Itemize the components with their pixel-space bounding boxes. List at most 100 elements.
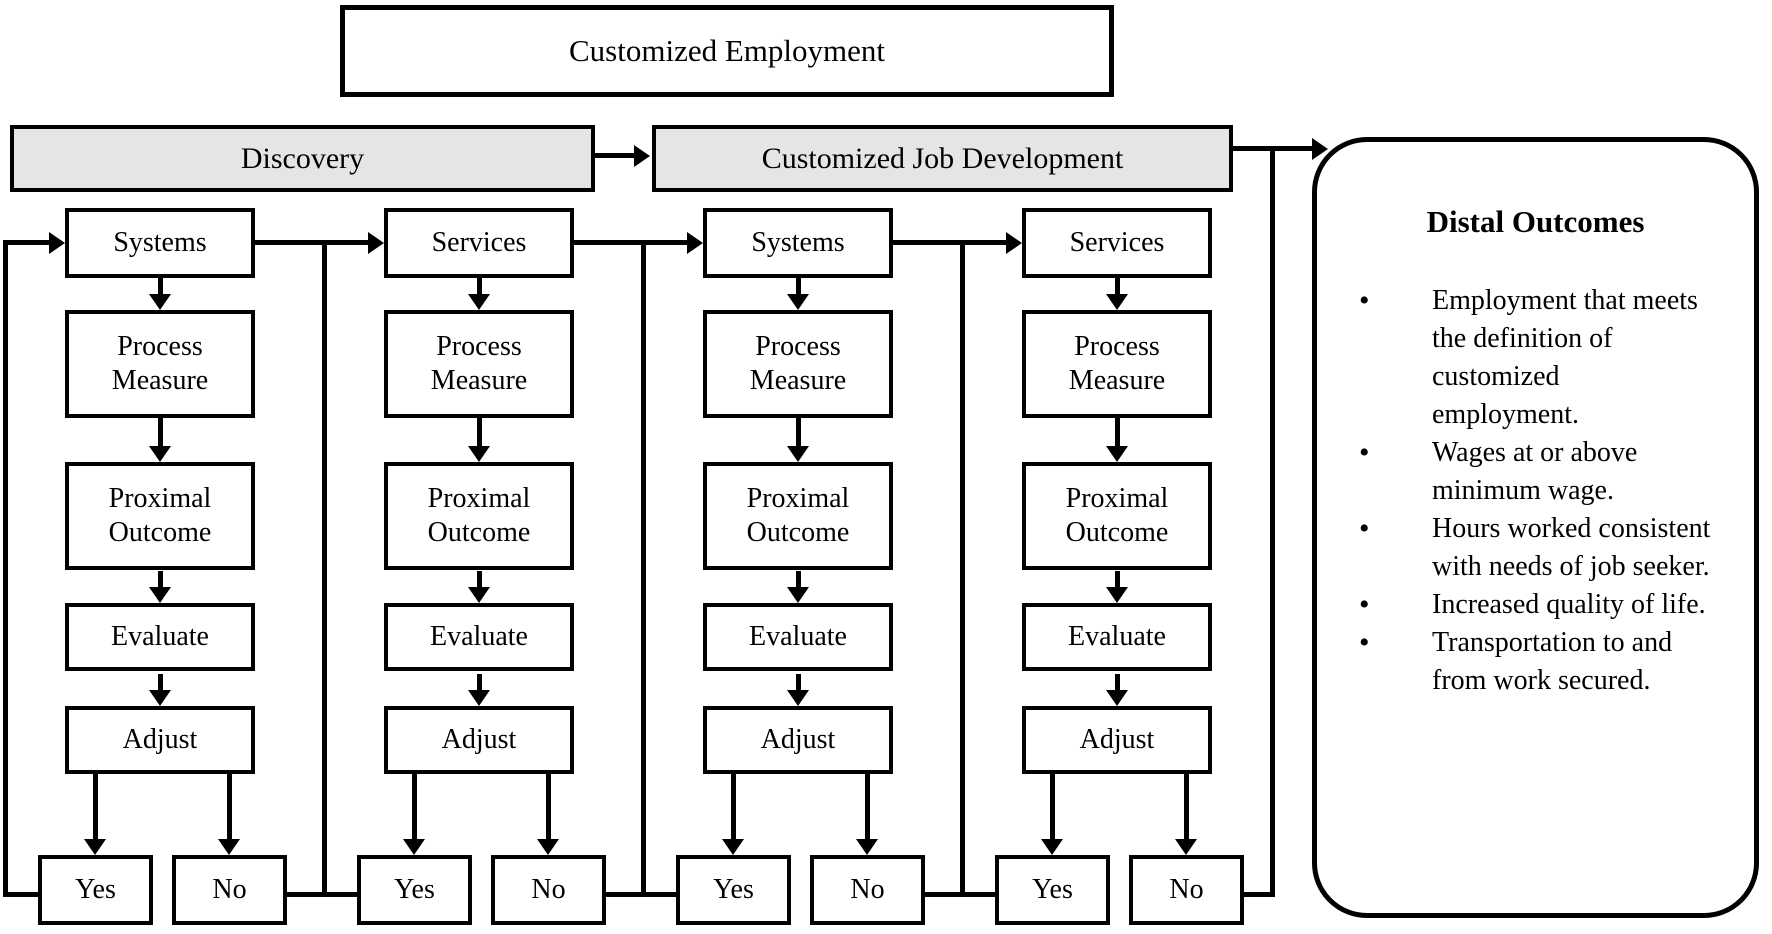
arrow-right-icon	[634, 145, 650, 167]
customized-employment-label: Customized Employment	[569, 33, 885, 69]
col2-no-label: No	[531, 874, 566, 906]
col4-yes-label: Yes	[1032, 874, 1073, 906]
col4-proximal-outcome-label: Proximal Outcome	[1065, 483, 1169, 548]
col2-yes-label: Yes	[394, 874, 435, 906]
col1-yes-box: Yes	[38, 855, 153, 925]
distal-bullet-text: Transportation to and from work secured.	[1432, 627, 1673, 696]
col1-arrow-line	[158, 278, 163, 294]
col4-services-box: Services	[1022, 208, 1212, 278]
col3-arrow-line	[796, 674, 801, 690]
col4-no-label: No	[1169, 874, 1204, 906]
distal-outcomes-title: Distal Outcomes	[1426, 204, 1645, 239]
list-item: • Hours worked consistent with needs of …	[1359, 510, 1754, 586]
arrow-down-icon	[468, 690, 490, 706]
connector-no1-yes2	[287, 892, 357, 897]
col4-process-measure-label: Process Measure	[1068, 331, 1166, 396]
bullet-icon: •	[1359, 626, 1370, 659]
connector-col2-to-col3	[574, 240, 688, 245]
arrow-right-icon	[1312, 138, 1328, 160]
arrow-right-icon	[1006, 232, 1022, 254]
col2-no-box: No	[491, 855, 606, 925]
col3-proximal-outcome-label: Proximal Outcome	[746, 483, 850, 548]
connector-no2-yes3	[606, 892, 676, 897]
col2-process-measure-box: Process Measure	[384, 310, 574, 418]
customized-job-development-label: Customized Job Development	[761, 141, 1124, 175]
col3-arrow-line	[796, 418, 801, 446]
col2-adjust-box: Adjust	[384, 706, 574, 774]
bullet-icon: •	[1359, 588, 1370, 621]
col1-evaluate-label: Evaluate	[111, 621, 209, 653]
col4-arrow-line	[1184, 774, 1189, 839]
col3-arrow-line	[865, 774, 870, 839]
col2-arrow-line	[477, 418, 482, 446]
col2-arrow-line	[412, 774, 417, 839]
distal-bullet-text: Employment that meets the definition of …	[1432, 285, 1698, 430]
bullet-icon: •	[1359, 436, 1370, 469]
col3-yes-box: Yes	[676, 855, 791, 925]
col3-evaluate-label: Evaluate	[749, 621, 847, 653]
col1-adjust-box: Adjust	[65, 706, 255, 774]
discovery-phase-bar: Discovery	[10, 125, 595, 192]
arrow-down-icon	[1106, 294, 1128, 310]
col1-systems-label: Systems	[113, 227, 207, 259]
connector-no3-yes4	[925, 892, 995, 897]
col2-evaluate-label: Evaluate	[430, 621, 528, 653]
loop-line-column-1	[3, 240, 8, 897]
col4-yes-box: Yes	[995, 855, 1110, 925]
distal-outcomes-panel: Distal Outcomes • Employment that meets …	[1312, 137, 1759, 918]
col4-process-measure-box: Process Measure	[1022, 310, 1212, 418]
col1-arrow-line	[158, 674, 163, 690]
distal-bullet-text: Increased quality of life.	[1432, 589, 1706, 620]
arrow-down-icon	[787, 446, 809, 462]
loop-line-column-2	[322, 240, 327, 897]
col1-no-label: No	[212, 874, 247, 906]
arrow-down-icon	[403, 839, 425, 855]
col3-proximal-outcome-box: Proximal Outcome	[703, 462, 893, 570]
col4-arrow-line	[1115, 418, 1120, 446]
connector-yes1-loop	[3, 892, 39, 897]
col3-systems-label: Systems	[751, 227, 845, 259]
arrow-down-icon	[218, 839, 240, 855]
col1-arrow-line	[158, 418, 163, 446]
arrow-right-icon	[49, 232, 65, 254]
col1-proximal-outcome-box: Proximal Outcome	[65, 462, 255, 570]
col3-yes-label: Yes	[713, 874, 754, 906]
col2-proximal-outcome-label: Proximal Outcome	[427, 483, 531, 548]
col1-process-measure-box: Process Measure	[65, 310, 255, 418]
col2-arrow-line	[477, 571, 482, 587]
col4-proximal-outcome-box: Proximal Outcome	[1022, 462, 1212, 570]
col4-evaluate-label: Evaluate	[1068, 621, 1166, 653]
col1-arrow-line	[93, 774, 98, 839]
col4-evaluate-box: Evaluate	[1022, 603, 1212, 671]
col2-process-measure-label: Process Measure	[430, 331, 528, 396]
bullet-icon: •	[1359, 512, 1370, 545]
distal-outcomes-list: • Employment that meets the definition o…	[1317, 282, 1754, 700]
col4-arrow-line	[1050, 774, 1055, 839]
arrow-down-icon	[722, 839, 744, 855]
arrow-right-icon	[687, 232, 703, 254]
loop-line-distal	[1270, 146, 1275, 897]
col1-adjust-label: Adjust	[122, 724, 198, 756]
col4-arrow-line	[1115, 571, 1120, 587]
col2-services-box: Services	[384, 208, 574, 278]
arrow-down-icon	[149, 294, 171, 310]
loop-line-column-4	[960, 240, 965, 897]
connector-col1-to-col2	[255, 240, 369, 245]
arrow-down-icon	[1106, 587, 1128, 603]
loop-line-column-3	[641, 240, 646, 897]
col3-no-label: No	[850, 874, 885, 906]
arrow-down-icon	[1106, 690, 1128, 706]
distal-bullet-text: Wages at or above minimum wage.	[1432, 437, 1638, 506]
col3-no-box: No	[810, 855, 925, 925]
arrow-down-icon	[787, 690, 809, 706]
discovery-label: Discovery	[240, 141, 365, 175]
connector-into-col1	[3, 240, 49, 245]
list-item: • Transportation to and from work secure…	[1359, 624, 1754, 700]
connector-discovery-to-cjd	[595, 153, 635, 158]
arrow-right-icon	[368, 232, 384, 254]
col4-arrow-line	[1115, 278, 1120, 294]
arrow-down-icon	[149, 587, 171, 603]
col2-arrow-line	[546, 774, 551, 839]
connector-no4-distal	[1244, 892, 1273, 897]
col3-process-measure-box: Process Measure	[703, 310, 893, 418]
